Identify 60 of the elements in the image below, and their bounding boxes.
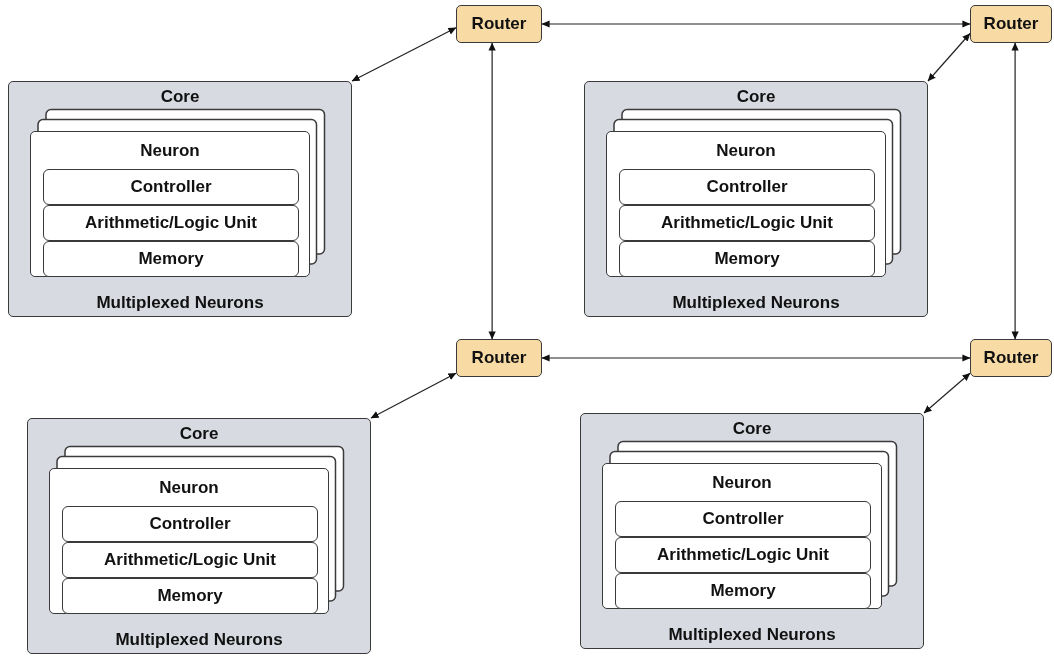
unit-box <box>615 537 871 573</box>
neuron-label: Neuron <box>159 478 219 498</box>
unit-box <box>62 506 318 542</box>
connector-arrow <box>541 20 971 28</box>
part-label: Arithmetic/Logic Unit <box>85 213 257 233</box>
router-box <box>970 5 1052 43</box>
router-label: Router <box>471 348 527 368</box>
router-label: Router <box>471 14 527 34</box>
core-label: Core <box>736 87 776 107</box>
core-label: Core <box>732 419 772 439</box>
part-label: Arithmetic/Logic Unit <box>661 213 833 233</box>
part-label: Memory <box>714 249 780 269</box>
connector-arrow <box>927 32 971 82</box>
core-caption: Multiplexed Neurons <box>667 625 837 645</box>
core-box <box>580 413 924 649</box>
router-box <box>970 339 1052 377</box>
connector-arrow <box>351 27 457 82</box>
core-box <box>584 81 928 317</box>
router-label: Router <box>983 14 1039 34</box>
part-label: Memory <box>710 581 776 601</box>
unit-box <box>615 501 871 537</box>
neuron-box <box>606 131 886 277</box>
part-label: Memory <box>138 249 204 269</box>
neuron-box <box>30 131 310 277</box>
core-caption: Multiplexed Neurons <box>671 293 841 313</box>
core-label: Core <box>179 424 219 444</box>
part-label: Arithmetic/Logic Unit <box>657 545 829 565</box>
connector-arrow <box>923 372 971 414</box>
part-label: Controller <box>130 177 212 197</box>
core-caption: Multiplexed Neurons <box>95 293 265 313</box>
unit-box <box>615 573 871 609</box>
connector-arrow <box>1011 42 1019 340</box>
unit-box <box>619 169 875 205</box>
router-box <box>456 339 542 377</box>
neuron-label: Neuron <box>712 473 772 493</box>
neuron-label: Neuron <box>716 141 776 161</box>
neuron-label: Neuron <box>140 141 200 161</box>
router-box <box>456 5 542 43</box>
connector-arrow <box>541 354 971 362</box>
part-label: Controller <box>702 509 784 529</box>
core-box <box>27 418 371 654</box>
connector-arrow <box>488 42 496 340</box>
unit-box <box>43 205 299 241</box>
unit-box <box>43 241 299 277</box>
part-label: Arithmetic/Logic Unit <box>104 550 276 570</box>
core-box <box>8 81 352 317</box>
core-label: Core <box>160 87 200 107</box>
connector-arrow <box>370 372 457 419</box>
unit-box <box>62 542 318 578</box>
unit-box <box>43 169 299 205</box>
neuron-box <box>602 463 882 609</box>
neuron-box <box>49 468 329 614</box>
unit-box <box>62 578 318 614</box>
unit-box <box>619 241 875 277</box>
core-caption: Multiplexed Neurons <box>114 630 284 650</box>
part-label: Controller <box>149 514 231 534</box>
part-label: Memory <box>157 586 223 606</box>
router-label: Router <box>983 348 1039 368</box>
part-label: Controller <box>706 177 788 197</box>
unit-box <box>619 205 875 241</box>
